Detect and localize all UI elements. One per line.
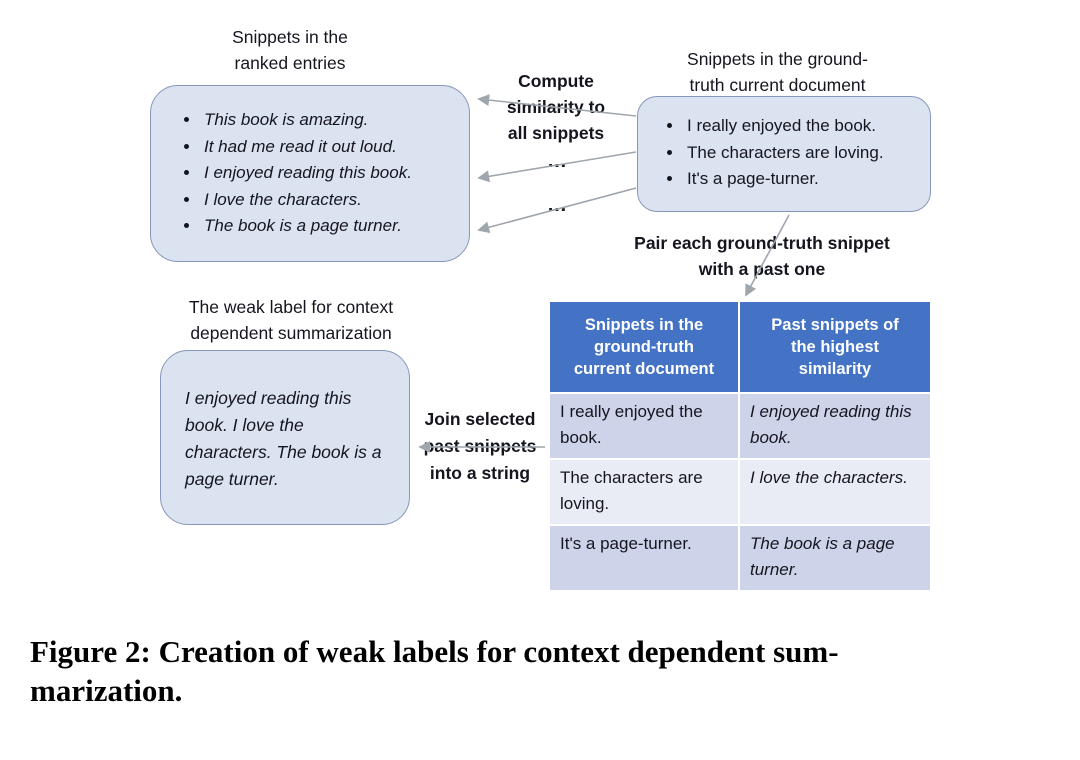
ranked-entries-list: This book is amazing. It had me read it … (183, 107, 455, 240)
ground-truth-label: Snippets in the ground- truth current do… (687, 49, 868, 95)
figure-caption: Figure 2: Creation of weak labels for co… (30, 634, 839, 708)
list-item: The characters are loving. (684, 140, 920, 167)
weak-label-box: I enjoyed reading this book. I love the … (160, 350, 410, 525)
table-cell: I really enjoyed the book. (548, 392, 740, 460)
ground-truth-box: I really enjoyed the book. The character… (637, 96, 931, 212)
pair-table: Snippets in the ground-truth current doc… (548, 300, 932, 592)
table-cell: I love the characters. (738, 458, 932, 526)
table-header-row: Snippets in the ground-truth current doc… (548, 300, 932, 394)
table-row: I really enjoyed the book. I enjoyed rea… (548, 392, 932, 460)
ranked-entries-box: This book is amazing. It had me read it … (150, 85, 470, 262)
table-cell: The book is a page turner. (738, 524, 932, 592)
table-cell: It's a page-turner. (548, 524, 740, 592)
list-item: The book is a page turner. (201, 213, 455, 240)
weak-label-text: I enjoyed reading this book. I love the … (185, 388, 382, 489)
list-item: I really enjoyed the book. (684, 113, 920, 140)
list-item: It had me read it out loud. (201, 134, 455, 161)
table-header-ground-truth: Snippets in the ground-truth current doc… (548, 300, 740, 394)
ellipsis-top: … (547, 150, 567, 172)
ranked-entries-label: Snippets in the ranked entries (232, 27, 348, 73)
compute-similarity-label: Compute similarity to all snippets (506, 71, 606, 143)
table-cell: I enjoyed reading this book. (738, 392, 932, 460)
pair-snippets-label: Pair each ground-truth snippet with a pa… (634, 233, 890, 279)
ellipsis-bottom: … (547, 194, 567, 216)
list-item: This book is amazing. (201, 107, 455, 134)
weak-label-heading: The weak label for context dependent sum… (188, 297, 394, 343)
list-item: It's a page-turner. (684, 166, 920, 193)
table-row: It's a page-turner. The book is a page t… (548, 524, 932, 592)
join-snippets-label: Join selected past snippets into a strin… (423, 409, 537, 483)
list-item: I love the characters. (201, 187, 455, 214)
ground-truth-list: I really enjoyed the book. The character… (666, 113, 920, 193)
table-row: The characters are loving. I love the ch… (548, 458, 932, 526)
table-header-past-snippets: Past snippets of the highest similarity (738, 300, 932, 394)
list-item: I enjoyed reading this book. (201, 160, 455, 187)
table-cell: The characters are loving. (548, 458, 740, 526)
